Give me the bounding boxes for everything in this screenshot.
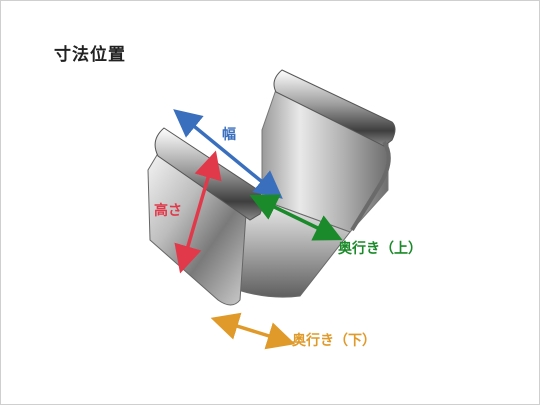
page-title: 寸法位置 [54,45,126,65]
width-arrow [173,109,283,199]
depth-top-arrow [249,194,343,241]
height-arrow [174,150,222,274]
depth-bottom-arrow [210,312,296,350]
height-label: 高さ [154,203,182,219]
depth-top-label: 奥行き（上） [338,241,422,257]
width-label: 幅 [222,127,236,143]
depth-bottom-label: 奥行き（下） [292,333,376,349]
